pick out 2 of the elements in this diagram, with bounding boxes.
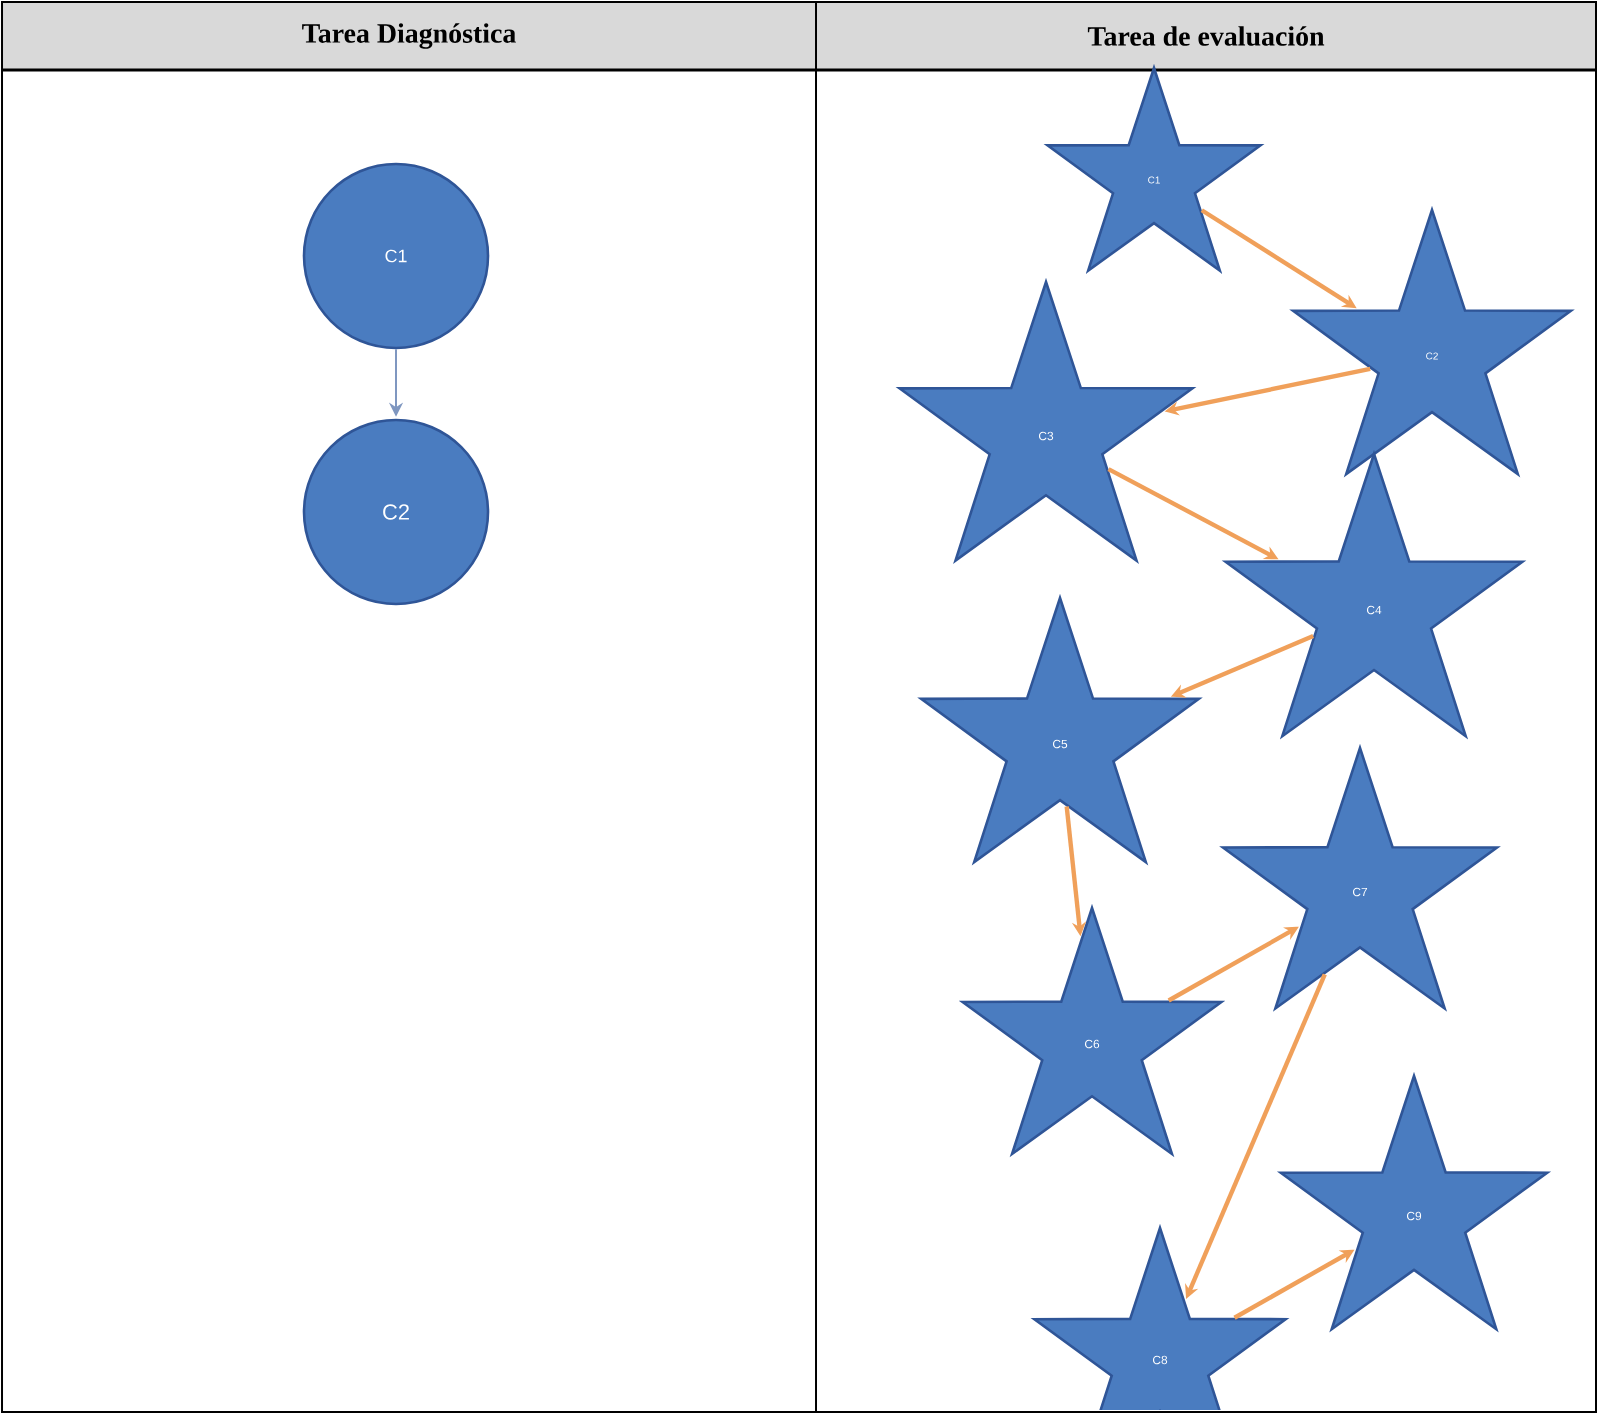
header-cell: Tarea Diagnóstica: [2, 2, 816, 70]
header-cell: Tarea de evaluación: [816, 2, 1596, 70]
